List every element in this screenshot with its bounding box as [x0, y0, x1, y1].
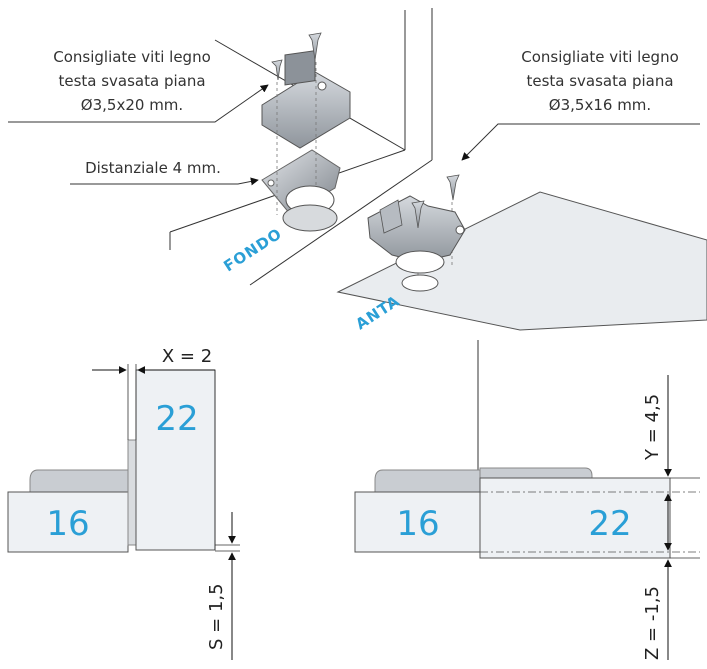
callout-line-1: Consigliate viti legno	[53, 48, 211, 66]
leader-lines	[8, 84, 700, 186]
dim-s: S = 1,5	[206, 583, 227, 650]
callout-screws-door: Consigliate viti legno testa svasata pia…	[521, 48, 679, 114]
thickness-label: 22	[155, 399, 198, 439]
screw-icon	[411, 174, 460, 229]
hinge-arm-door	[367, 195, 466, 292]
board-16	[354, 491, 481, 553]
thickness-label: 22	[588, 504, 631, 544]
callout-line-1: Consigliate viti legno	[521, 48, 679, 66]
callout-line-2: testa svasata piana	[526, 72, 673, 90]
dim-y: Y = 4,5	[642, 394, 663, 461]
dim-z: Z = -1,5	[642, 586, 663, 660]
callout-line-3: Ø3,5x16 mm.	[549, 96, 651, 114]
callout-screws-bottom: Consigliate viti legno testa svasata pia…	[53, 48, 211, 114]
cabinet-panels	[169, 8, 707, 331]
screw-icon	[271, 32, 322, 81]
cup-hole-bottom	[282, 204, 338, 232]
board-16	[7, 491, 129, 553]
spacer-plate	[261, 149, 341, 215]
thickness-label: 16	[46, 504, 89, 544]
panel-22	[479, 477, 671, 559]
hinge-base-bottom	[261, 50, 351, 149]
callout-line-3: Ø3,5x20 mm.	[81, 96, 183, 114]
dim-x: X = 2	[162, 346, 212, 367]
callout-line-2: testa svasata piana	[58, 72, 205, 90]
detail-left: 16 22 X = 2 S = 1,5	[7, 346, 240, 660]
thickness-label: 16	[396, 504, 439, 544]
panel-22	[135, 369, 216, 551]
callout-spacer: Distanziale 4 mm.	[85, 159, 221, 177]
detail-right: 16 22 Y = 4,5 Z = -1,5	[354, 340, 700, 660]
